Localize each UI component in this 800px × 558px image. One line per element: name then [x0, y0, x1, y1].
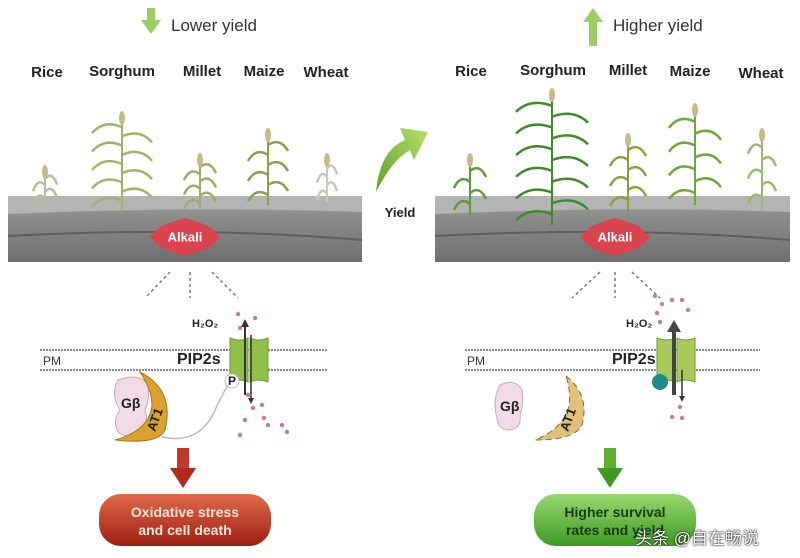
pip2s-label-right: PIP2s — [612, 351, 656, 368]
rice-plant-icon — [452, 153, 488, 215]
h2o2-molecule — [654, 310, 660, 316]
up-arrow-icon — [583, 8, 603, 46]
h2o2-label-left: H₂O₂ — [192, 318, 219, 330]
inhibition-line — [161, 384, 229, 440]
gbeta-label-right: Gβ — [500, 398, 520, 414]
pip2s-label-left: PIP2s — [177, 351, 221, 368]
wheat-plant-icon — [746, 128, 778, 210]
outcome-line: and cell death — [138, 522, 232, 538]
h2o2-molecule — [669, 414, 675, 420]
crop-label: Wheat — [738, 65, 784, 82]
yield-label: Yield — [384, 205, 416, 220]
pip2s-channel-left — [224, 319, 269, 404]
phosphate-label: P — [228, 374, 237, 388]
pip2s-channel-right — [652, 320, 696, 402]
crop-label: Sorghum — [520, 62, 586, 79]
down-arrow-red-icon — [170, 448, 196, 488]
rice-plant-icon — [31, 165, 59, 205]
gbeta-protein-right — [494, 381, 524, 431]
crop-label: Millet — [608, 62, 648, 79]
soil-right — [434, 196, 791, 262]
down-arrow-icon — [141, 8, 161, 34]
outcome-line: Oxidative stress — [130, 504, 240, 520]
h2o2-molecule — [261, 415, 267, 421]
at1-protein-left — [114, 370, 168, 442]
h2o2-molecule — [652, 293, 658, 299]
millet-plant-icon — [182, 153, 218, 210]
plasma-membrane-right — [465, 349, 760, 371]
higher-survival-outcome: Higher survival rates and yield — [534, 494, 696, 546]
wheat-plant-icon — [315, 153, 339, 202]
h2o2-molecule — [252, 315, 258, 321]
yield-increase-arrow-icon — [376, 128, 428, 192]
outcome-line: rates and yield — [565, 522, 665, 538]
pm-label-left: PM — [43, 354, 61, 368]
h2o2-label-right: H₂O₂ — [626, 318, 653, 330]
crop-label: Millet — [182, 63, 222, 80]
crop-label: Rice — [455, 63, 487, 80]
crop-label: Wheat — [303, 64, 349, 81]
alkali-burst-right — [580, 218, 650, 256]
h2o2-molecule — [235, 311, 241, 317]
h2o2-molecule — [685, 307, 691, 313]
phosphate-icon — [652, 374, 668, 390]
h2o2-molecule — [250, 405, 256, 411]
h2o2-molecule — [237, 325, 243, 331]
h2o2-molecule — [265, 422, 271, 428]
gbeta-label-left: Gβ — [121, 395, 141, 411]
millet-plant-icon — [608, 133, 648, 210]
crop-label: Maize — [243, 63, 285, 80]
sorghum-plant-icon — [515, 88, 589, 225]
down-arrow-green-icon — [597, 448, 623, 488]
h2o2-molecule — [677, 404, 683, 410]
h2o2-molecule — [679, 297, 685, 303]
alkali-burst-left — [150, 218, 220, 256]
h2o2-molecule — [679, 415, 685, 421]
sorghum-plant-icon — [91, 111, 153, 210]
h2o2-molecule — [279, 422, 285, 428]
pm-label-right: PM — [467, 354, 485, 368]
crop-label: Sorghum — [89, 63, 155, 80]
maize-plant-icon — [667, 103, 723, 205]
higher-yield-header: Higher yield — [613, 16, 703, 35]
signal-arrows-left — [144, 271, 239, 299]
crop-label: Maize — [669, 63, 711, 80]
oxidative-stress-outcome: Oxidative stress and cell death — [99, 494, 271, 546]
h2o2-molecule — [659, 301, 665, 307]
h2o2-molecule — [669, 297, 675, 303]
h2o2-molecule — [245, 392, 251, 398]
outcome-line: Higher survival — [564, 504, 666, 520]
alkali-label-left: Alkali — [167, 229, 203, 245]
h2o2-molecule — [657, 319, 663, 325]
h2o2-molecule — [259, 402, 265, 408]
h2o2-molecule — [242, 417, 248, 423]
crop-label: Rice — [31, 64, 63, 81]
lower-yield-header: Lower yield — [171, 16, 257, 35]
plasma-membrane-left — [40, 349, 328, 371]
at1-protein-right — [534, 374, 585, 441]
h2o2-molecule — [284, 429, 290, 435]
watermark: 头条 @自在畅说 — [635, 529, 759, 548]
maize-plant-icon — [246, 128, 290, 205]
h2o2-molecule — [237, 432, 243, 438]
signal-arrows-right — [571, 271, 661, 299]
alkali-label-right: Alkali — [597, 229, 633, 245]
